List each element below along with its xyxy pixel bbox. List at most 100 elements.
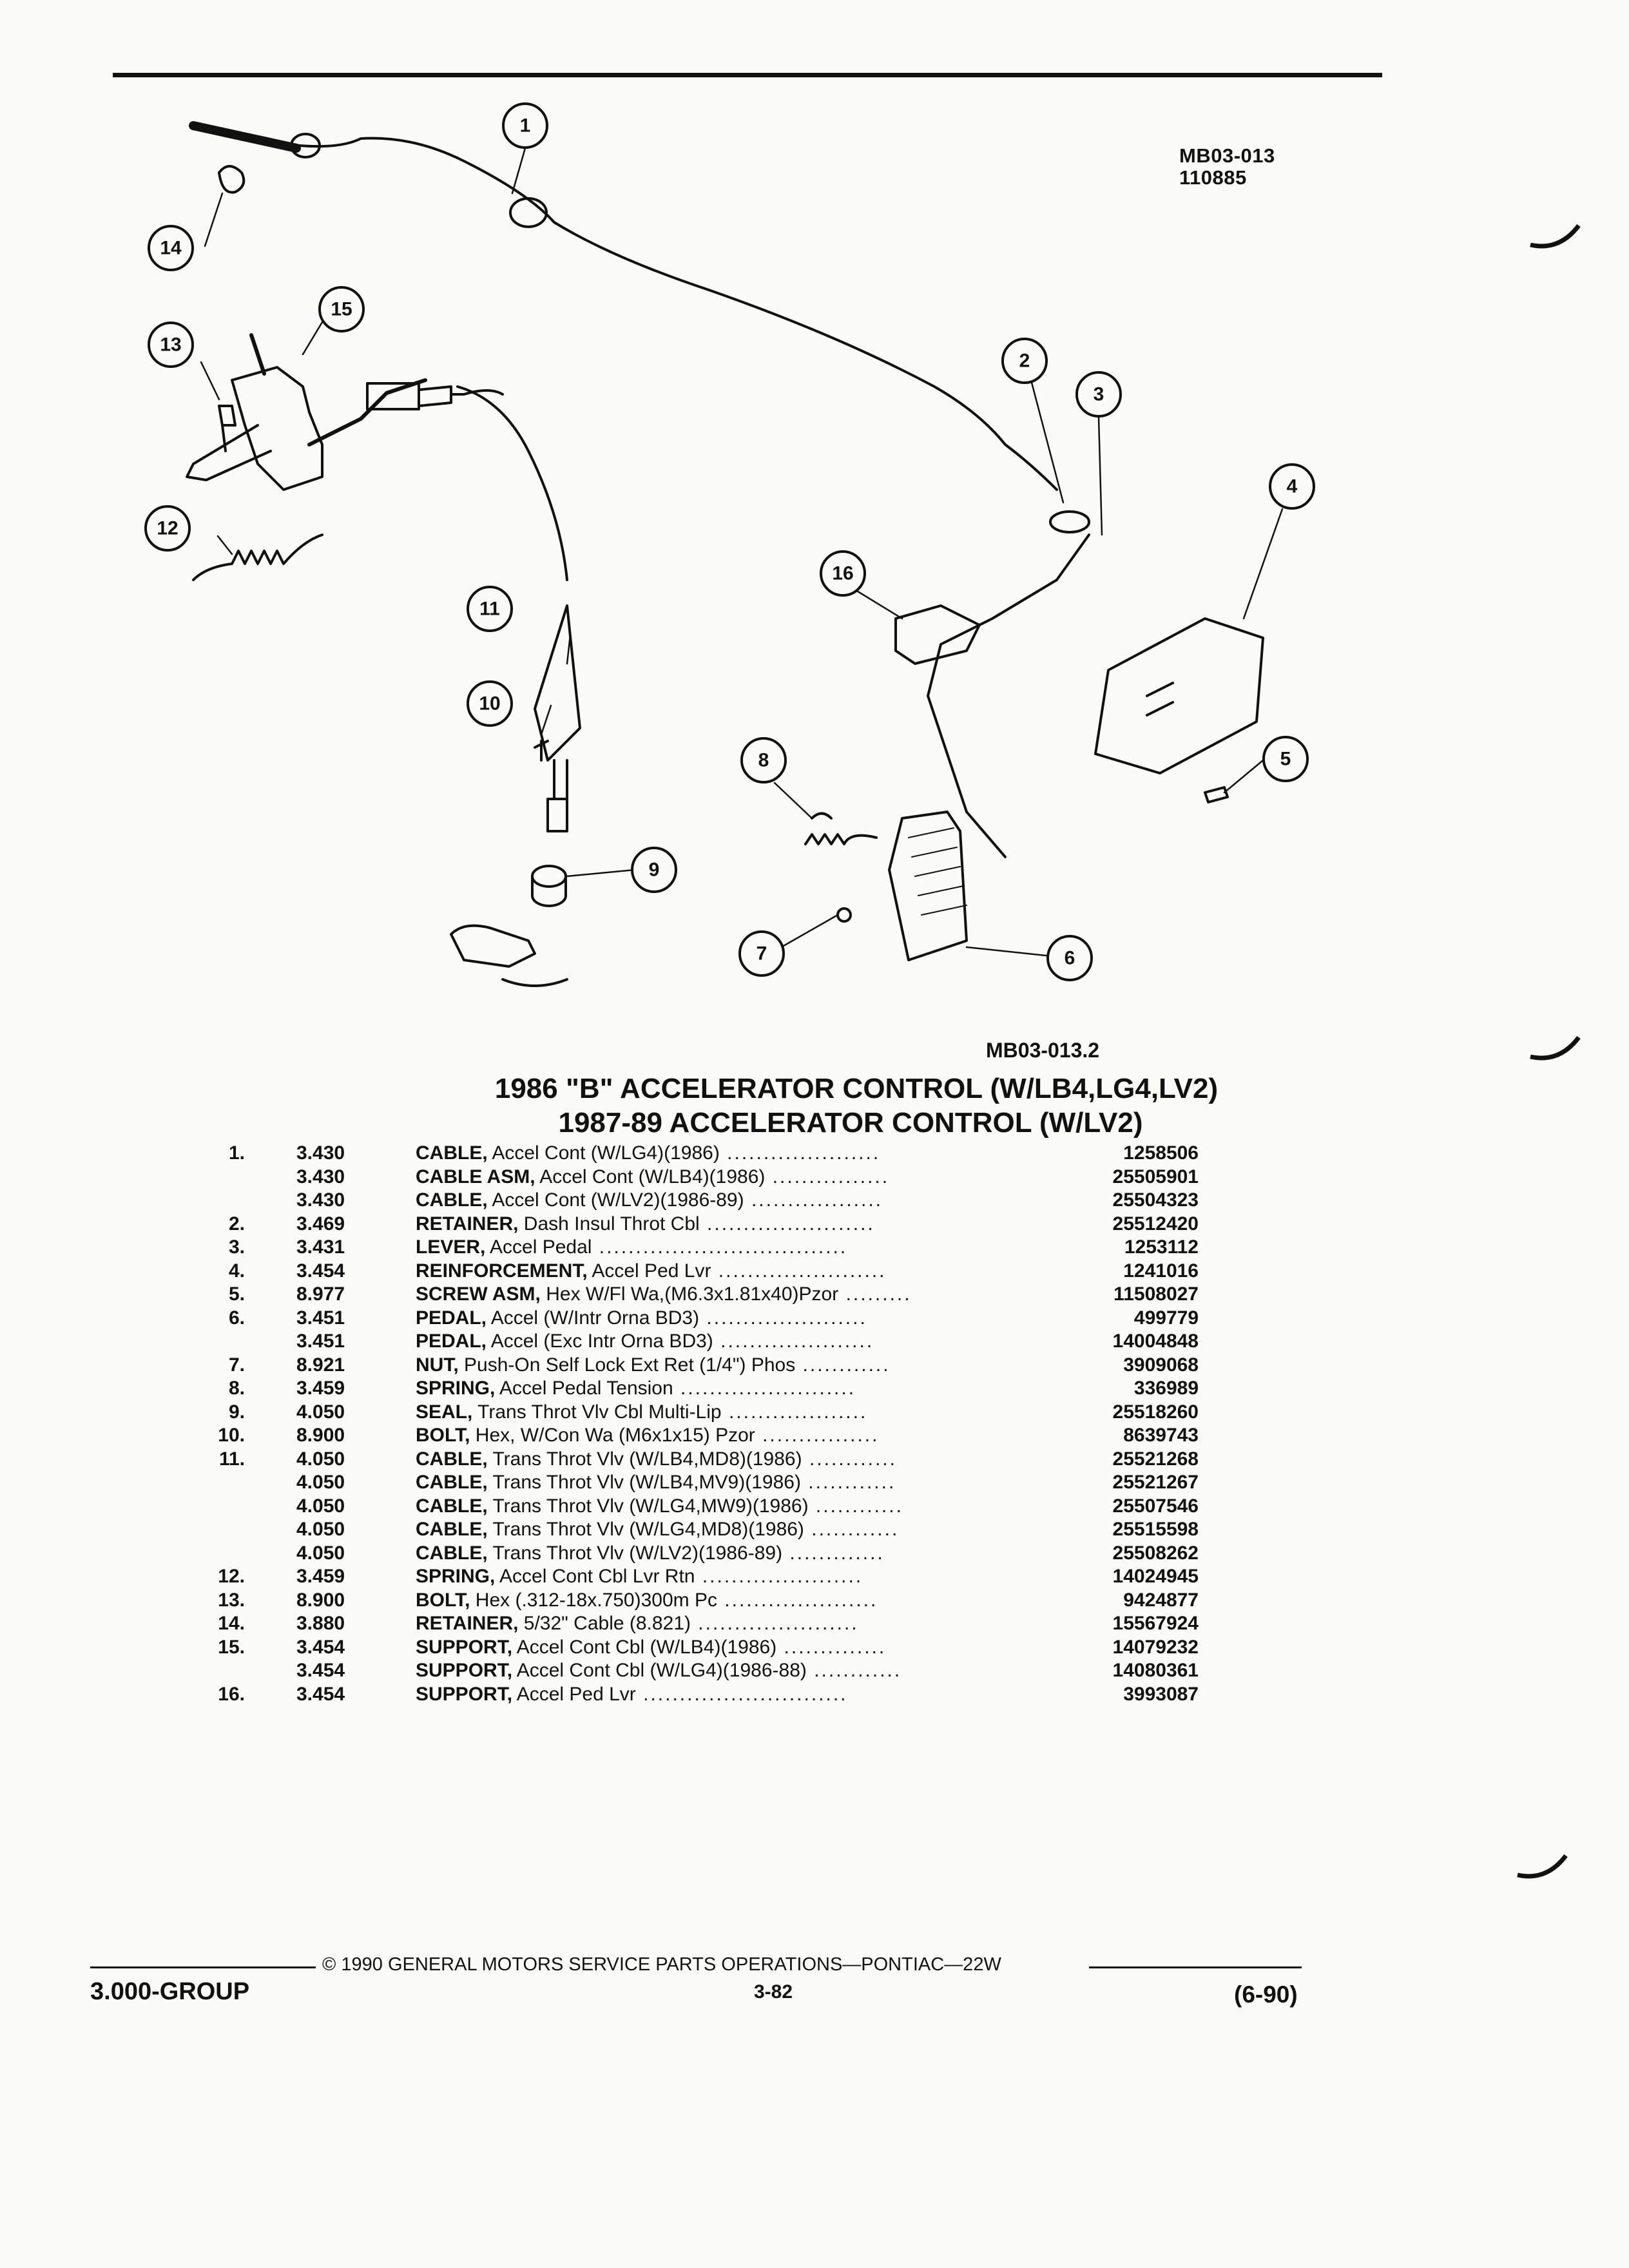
part-description: BOLT, Hex, W/Con Wa (M6x1x15) Pzor .....… xyxy=(416,1424,1060,1448)
part-name: REINFORCEMENT, xyxy=(416,1260,588,1282)
part-description: CABLE, Trans Throt Vlv (W/LB4,MD8)(1986)… xyxy=(416,1448,1060,1472)
leader-dots: ............. xyxy=(782,1542,885,1564)
part-description: SEAL, Trans Throt Vlv Cbl Multi-Lip ....… xyxy=(416,1401,1060,1425)
part-name: CABLE, xyxy=(416,1519,488,1540)
leader-dots: ............................ xyxy=(635,1683,848,1705)
leader-dots: ......... xyxy=(838,1283,912,1305)
part-number: 25521268 xyxy=(1112,1448,1199,1470)
part-name: SEAL, xyxy=(416,1401,473,1423)
part-index: 2. xyxy=(228,1213,245,1235)
part-group: 4.050 xyxy=(296,1401,345,1423)
part-name: CABLE ASM, xyxy=(416,1166,535,1187)
leader-dots: ..................... xyxy=(713,1331,874,1352)
part-description: SCREW ASM, Hex W/Fl Wa,(M6.3x1.81x40)Pzo… xyxy=(416,1283,1060,1307)
footer-group: 3.000-GROUP xyxy=(90,1978,250,2005)
part-index: 1. xyxy=(228,1142,245,1164)
svg-text:9: 9 xyxy=(649,860,660,881)
part-group: 3.454 xyxy=(296,1683,345,1705)
part-group: 4.050 xyxy=(296,1448,345,1470)
part-desc: Trans Throt Vlv Cbl Multi-Lip xyxy=(472,1401,722,1423)
part-description: NUT, Push-On Self Lock Ext Ret (1/4") Ph… xyxy=(416,1354,1060,1378)
part-desc: Accel Ped Lvr xyxy=(512,1683,636,1705)
callout-2: 2 xyxy=(1001,338,1048,384)
part-group: 8.921 xyxy=(296,1354,345,1376)
callout-16: 16 xyxy=(820,550,866,597)
part-number: 25521267 xyxy=(1112,1472,1199,1493)
callout-10: 10 xyxy=(467,680,513,727)
svg-text:14: 14 xyxy=(160,238,182,259)
leader-dots: ...................... xyxy=(690,1613,859,1634)
part-group: 3.459 xyxy=(296,1566,345,1587)
part-name: SCREW ASM, xyxy=(416,1283,541,1305)
leader-dots: ............ xyxy=(795,1354,891,1376)
part-number: 8639743 xyxy=(1123,1425,1199,1446)
binding-mark-1 xyxy=(1530,224,1581,249)
leader-dots: ............ xyxy=(804,1519,900,1540)
part-description: CABLE, Trans Throt Vlv (W/LG4,MD8)(1986)… xyxy=(416,1518,1060,1542)
svg-text:1: 1 xyxy=(520,115,531,137)
part-index: 16. xyxy=(218,1683,245,1705)
part-desc: Accel Cont Cbl (W/LB4)(1986) xyxy=(512,1636,777,1658)
part-desc: Accel Cont (W/LB4)(1986) xyxy=(535,1166,766,1187)
part-index: 9. xyxy=(228,1401,245,1423)
part-name: CABLE, xyxy=(416,1142,488,1164)
part-desc: Hex, W/Con Wa (M6x1x15) Pzor xyxy=(470,1425,755,1446)
page-subtitle: 1987-89 ACCELERATOR CONTROL (W/LV2) xyxy=(558,1107,1143,1139)
part-number: 3993087 xyxy=(1123,1683,1199,1705)
part-desc: Hex W/Fl Wa,(M6.3x1.81x40)Pzor xyxy=(540,1283,839,1305)
part-group: 8.900 xyxy=(296,1425,345,1446)
support-bracket-drawing xyxy=(231,366,323,491)
part-number: 25515598 xyxy=(1112,1519,1199,1540)
svg-text:5: 5 xyxy=(1280,749,1291,770)
part-number: 499779 xyxy=(1133,1307,1199,1329)
part-group: 3.880 xyxy=(296,1613,345,1634)
part-description: LEVER, Accel Pedal .....................… xyxy=(416,1236,1060,1260)
part-number: 25518260 xyxy=(1112,1401,1199,1423)
part-group: 3.451 xyxy=(296,1331,345,1352)
callout-8: 8 xyxy=(740,737,787,783)
part-index: 8. xyxy=(228,1378,245,1399)
footer-rule-left xyxy=(90,1966,316,1968)
part-index: 12. xyxy=(218,1566,245,1587)
part-index: 4. xyxy=(228,1260,245,1282)
page-number: 3-82 xyxy=(754,1981,793,2003)
part-number: 14079232 xyxy=(1112,1636,1199,1658)
part-number: 3909068 xyxy=(1123,1354,1199,1376)
part-number: 25508262 xyxy=(1112,1542,1199,1564)
leader-dots: .............. xyxy=(776,1636,887,1658)
part-name: BOLT, xyxy=(416,1589,470,1611)
part-number: 1258506 xyxy=(1123,1142,1199,1164)
part-name: BOLT, xyxy=(416,1425,470,1446)
part-desc: Accel Cont (W/LG4)(1986) xyxy=(487,1142,720,1164)
part-name: PEDAL, xyxy=(416,1331,487,1352)
reinforcement-drawing xyxy=(1094,617,1264,774)
part-number: 11508027 xyxy=(1113,1283,1199,1305)
figure-id-block: MB03-013 110885 xyxy=(1179,145,1275,189)
part-desc: Accel (Exc Intr Orna BD3) xyxy=(487,1331,713,1352)
part-desc: Accel Cont (W/LV2)(1986-89) xyxy=(487,1189,744,1211)
callout-11: 11 xyxy=(467,586,513,632)
part-number: 14004848 xyxy=(1112,1331,1199,1352)
callout-6: 6 xyxy=(1046,935,1093,981)
callout-14: 14 xyxy=(148,225,194,271)
svg-text:13: 13 xyxy=(160,334,181,356)
footer-copyright: © 1990 GENERAL MOTORS SERVICE PARTS OPER… xyxy=(322,1954,1001,1975)
part-group: 8.900 xyxy=(296,1589,345,1611)
svg-text:8: 8 xyxy=(758,750,769,771)
part-name: LEVER, xyxy=(416,1236,486,1258)
part-name: CABLE, xyxy=(416,1472,488,1493)
part-name: PEDAL, xyxy=(416,1307,487,1329)
callout-3: 3 xyxy=(1075,371,1122,418)
part-number: 1241016 xyxy=(1123,1260,1199,1282)
pedal-drawing xyxy=(888,811,968,961)
